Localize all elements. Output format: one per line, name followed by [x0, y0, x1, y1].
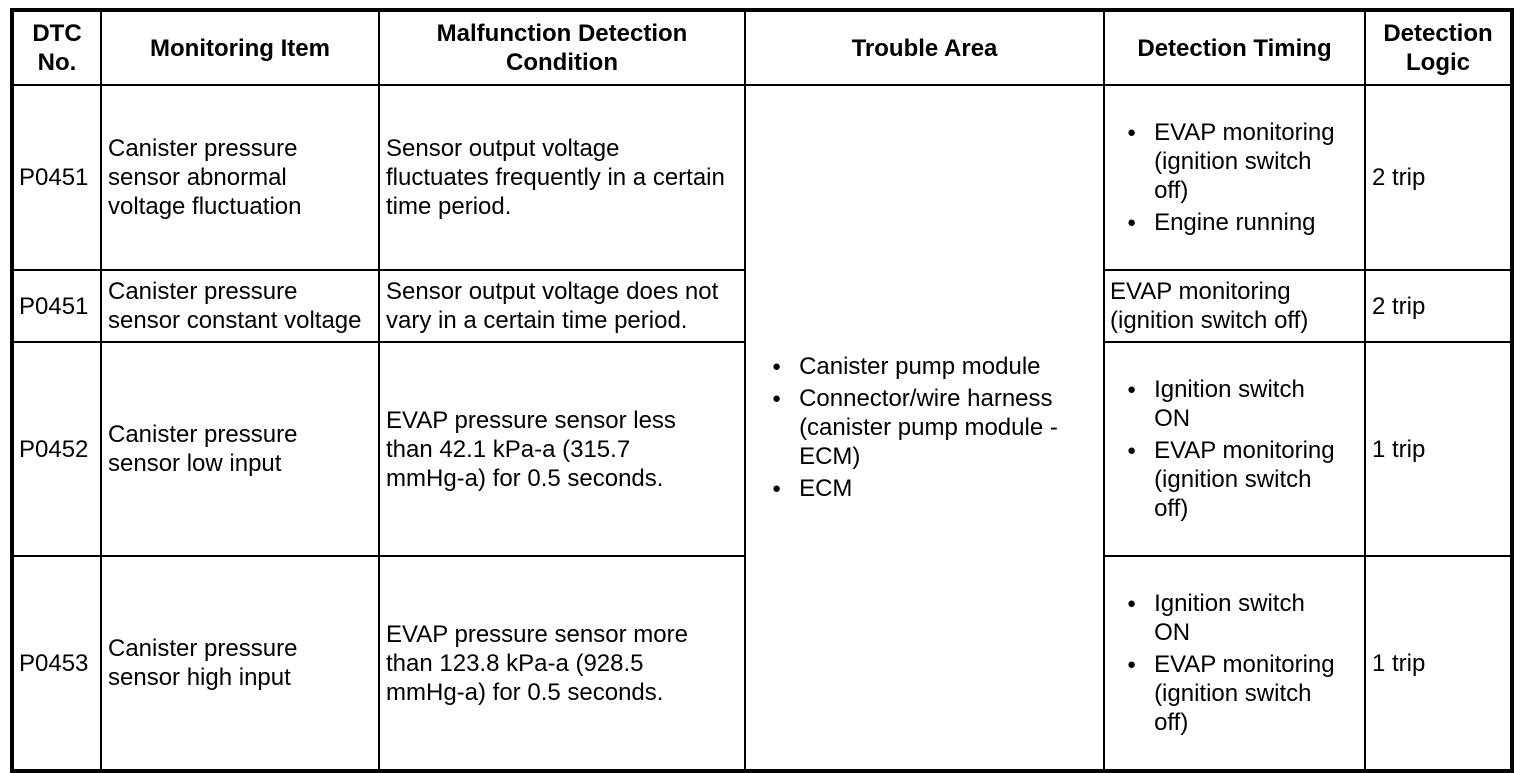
- bullet-icon: ●: [772, 480, 782, 497]
- col-header-detection-logic: Detection Logic: [1364, 9, 1513, 86]
- trouble-area-cell: ● Canister pump module ● Connector/wire …: [744, 84, 1105, 772]
- detection-timing-item: Ignition switch ON: [1154, 590, 1305, 646]
- col-header-malfunction-condition: Malfunction Detection Condition: [378, 9, 746, 86]
- bullet-icon: ●: [1127, 656, 1137, 673]
- table-row: P0452 Canister pressure sensor low input…: [11, 341, 1513, 557]
- col-header-dtc-no: DTC No.: [11, 9, 102, 86]
- detection-timing-item: Ignition switch ON: [1154, 376, 1305, 432]
- detection-logic-cell: 2 trip: [1364, 269, 1513, 343]
- detection-timing-list: ● EVAP monitoring (ignition switch off) …: [1106, 118, 1362, 237]
- dtc-no-cell: P0453: [11, 555, 102, 772]
- malfunction-condition-cell: EVAP pressure sensor less than 42.1 kPa-…: [378, 341, 746, 557]
- monitoring-item-cell: Canister pressure sensor abnormal voltag…: [100, 84, 380, 271]
- malfunction-condition-cell: Sensor output voltage does not vary in a…: [378, 269, 746, 343]
- bullet-icon: ●: [1127, 595, 1137, 612]
- monitoring-item-cell: Canister pressure sensor high input: [100, 555, 380, 772]
- malfunction-condition-cell: EVAP pressure sensor more than 123.8 kPa…: [378, 555, 746, 772]
- detection-timing-cell: EVAP monitoring (ignition switch off): [1103, 269, 1366, 343]
- detection-timing-list: ● Ignition switch ON ● EVAP monitoring (…: [1106, 589, 1362, 737]
- detection-timing-item: EVAP monitoring (ignition switch off): [1154, 651, 1335, 736]
- bullet-icon: ●: [1127, 381, 1137, 398]
- list-item: ● Ignition switch ON: [1106, 589, 1362, 647]
- detection-timing-item: EVAP monitoring (ignition switch off): [1154, 437, 1335, 522]
- trouble-area-item: ECM: [799, 475, 853, 502]
- dtc-table: DTC No. Monitoring Item Malfunction Dete…: [10, 8, 1514, 773]
- malfunction-condition-cell: Sensor output voltage fluctuates frequen…: [378, 84, 746, 271]
- dtc-no-cell: P0451: [11, 269, 102, 343]
- monitoring-item-cell: Canister pressure sensor constant voltag…: [100, 269, 380, 343]
- detection-timing-cell: ● Ignition switch ON ● EVAP monitoring (…: [1103, 555, 1366, 772]
- detection-timing-item: Engine running: [1154, 209, 1316, 236]
- detection-timing-cell: ● Ignition switch ON ● EVAP monitoring (…: [1103, 341, 1366, 557]
- dtc-no-cell: P0451: [11, 84, 102, 271]
- detection-logic-cell: 1 trip: [1364, 341, 1513, 557]
- col-header-trouble-area: Trouble Area: [744, 9, 1105, 86]
- list-item: ● Canister pump module: [747, 352, 1101, 381]
- bullet-icon: ●: [772, 358, 782, 375]
- detection-timing-item: EVAP monitoring (ignition switch off): [1154, 119, 1335, 204]
- bullet-icon: ●: [1127, 214, 1137, 231]
- detection-logic-cell: 2 trip: [1364, 84, 1513, 271]
- trouble-area-list: ● Canister pump module ● Connector/wire …: [747, 352, 1101, 503]
- bullet-icon: ●: [1127, 442, 1137, 459]
- list-item: ● Ignition switch ON: [1106, 375, 1362, 433]
- detection-timing-list: ● Ignition switch ON ● EVAP monitoring (…: [1106, 375, 1362, 523]
- detection-logic-cell: 1 trip: [1364, 555, 1513, 772]
- bullet-icon: ●: [1127, 124, 1137, 141]
- list-item: ● EVAP monitoring (ignition switch off): [1106, 436, 1362, 523]
- col-header-detection-timing: Detection Timing: [1103, 9, 1366, 86]
- col-header-monitoring-item: Monitoring Item: [100, 9, 380, 86]
- list-item: ● EVAP monitoring (ignition switch off): [1106, 650, 1362, 737]
- detection-timing-cell: ● EVAP monitoring (ignition switch off) …: [1103, 84, 1366, 271]
- trouble-area-item: Connector/wire harness (canister pump mo…: [799, 385, 1058, 470]
- list-item: ● EVAP monitoring (ignition switch off): [1106, 118, 1362, 205]
- header-row: DTC No. Monitoring Item Malfunction Dete…: [11, 9, 1513, 86]
- table-row: P0451 Canister pressure sensor abnormal …: [11, 84, 1513, 772]
- monitoring-item-cell: Canister pressure sensor low input: [100, 341, 380, 557]
- list-item: ● Connector/wire harness (canister pump …: [747, 384, 1101, 471]
- table-row: P0451 Canister pressure sensor constant …: [11, 269, 1513, 343]
- list-item: ● ECM: [747, 474, 1101, 503]
- list-item: ● Engine running: [1106, 208, 1362, 237]
- dtc-no-cell: P0452: [11, 341, 102, 557]
- trouble-area-item: Canister pump module: [799, 353, 1041, 380]
- bullet-icon: ●: [772, 390, 782, 407]
